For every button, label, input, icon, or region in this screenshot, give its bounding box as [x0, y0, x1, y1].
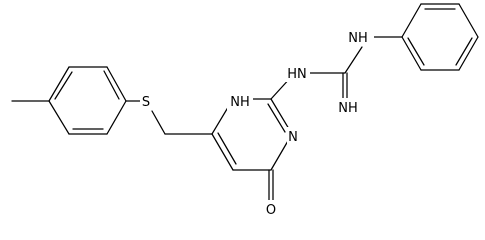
bond [106, 66, 127, 102]
ring-nh-label: NH [230, 95, 250, 110]
ring-n-label: N [288, 130, 298, 145]
bond [267, 103, 286, 133]
structure-diagram: NH HN NH NH N S O [11, 3, 479, 218]
bond [401, 36, 422, 71]
bond [407, 37, 425, 66]
bond [54, 71, 73, 100]
bond [458, 3, 479, 38]
bond [401, 3, 422, 38]
molecule-canvas: NH HN NH NH N S O [11, 3, 479, 218]
imine-nh-label: NH [338, 101, 358, 116]
bond [211, 133, 234, 171]
bond [458, 36, 479, 71]
bond [106, 100, 127, 135]
linker-hn-label: HN [287, 67, 307, 82]
bond [455, 37, 473, 66]
phenyl-nh-label: NH [348, 31, 368, 46]
sulfur-label: S [142, 95, 150, 110]
bond [48, 66, 70, 102]
bond [103, 70, 120, 100]
tolyl-ring [48, 66, 127, 135]
phenyl-ring [401, 3, 479, 71]
bond [217, 132, 237, 165]
bond [151, 110, 166, 135]
bond [344, 46, 363, 74]
atom-labels: NH HN NH NH N S O [140, 28, 374, 218]
oxygen-label: O [266, 203, 276, 218]
bond [48, 100, 70, 135]
pyrimidinone-ring [211, 98, 293, 171]
